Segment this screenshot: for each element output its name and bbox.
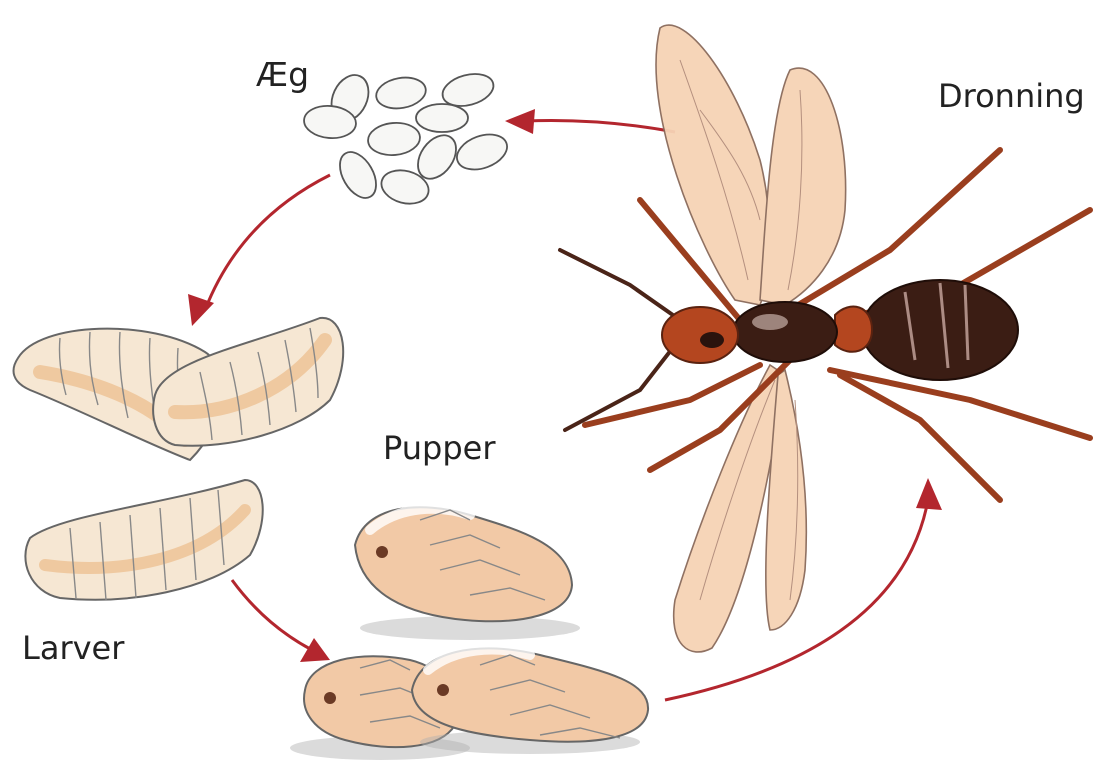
pupa <box>355 507 580 640</box>
wing-upper-left <box>656 25 769 305</box>
leg <box>830 370 1090 438</box>
stage-label-queen: Dronning <box>938 80 1085 112</box>
arrow-queen-to-egg <box>525 120 675 132</box>
arrowhead-queen <box>916 478 942 510</box>
eggs-cluster <box>303 69 512 209</box>
arrow-larvae-to-pupae <box>232 580 312 650</box>
larva <box>25 480 262 600</box>
arrowhead-pupae <box>300 638 330 662</box>
arrow-egg-to-larvae <box>205 175 330 310</box>
pupae <box>290 507 648 760</box>
leg <box>840 375 1000 500</box>
egg <box>374 74 428 112</box>
pupa <box>412 648 648 754</box>
larvae <box>14 318 344 600</box>
egg <box>333 146 384 204</box>
antenna <box>560 250 680 320</box>
ant-petiole <box>835 307 872 352</box>
stage-label-pupae: Pupper <box>383 432 495 464</box>
larva <box>153 318 343 446</box>
egg <box>452 128 512 176</box>
queen-ant <box>560 25 1090 652</box>
arrowhead-egg <box>505 109 535 134</box>
ant-head <box>662 307 738 363</box>
stage-label-larvae: Larver <box>22 632 124 664</box>
wing-upper-right <box>760 68 846 305</box>
ant-thorax <box>733 302 837 362</box>
stage-label-egg: Æg <box>256 58 309 91</box>
egg <box>416 104 468 132</box>
egg <box>367 121 422 157</box>
